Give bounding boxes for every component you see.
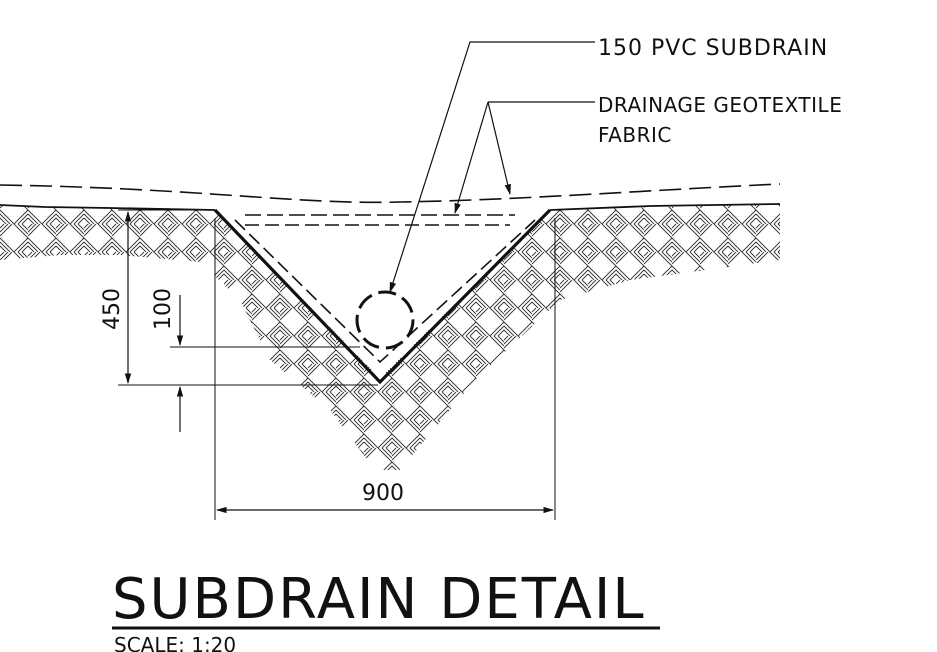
geotextile-label-line1: DRAINAGE GEOTEXTILE	[598, 93, 842, 117]
scale-label: SCALE: 1:20	[114, 633, 236, 652]
finished-surface-line	[0, 183, 781, 204]
bedding-dimension-label: 100	[151, 288, 176, 330]
trench-profile	[213, 208, 552, 385]
subdrain-leader	[389, 41, 595, 294]
subdrain-label: 150 PVC SUBDRAIN	[598, 36, 828, 61]
ground-line-right	[549, 203, 781, 211]
drawing-title: SUBDRAIN DETAIL	[112, 567, 646, 632]
geotextile-leader-a	[454, 101, 489, 215]
ground-line-left	[0, 204, 216, 211]
geotextile-leader-b	[487, 101, 511, 196]
width-dimension-label: 900	[362, 481, 404, 506]
soil-hatch	[0, 204, 780, 470]
depth-dimension-label: 450	[100, 288, 125, 330]
subdrain-pipe	[355, 290, 415, 350]
geotextile-label-line2: FABRIC	[598, 123, 672, 147]
geotextile-fabric-line	[234, 219, 536, 364]
